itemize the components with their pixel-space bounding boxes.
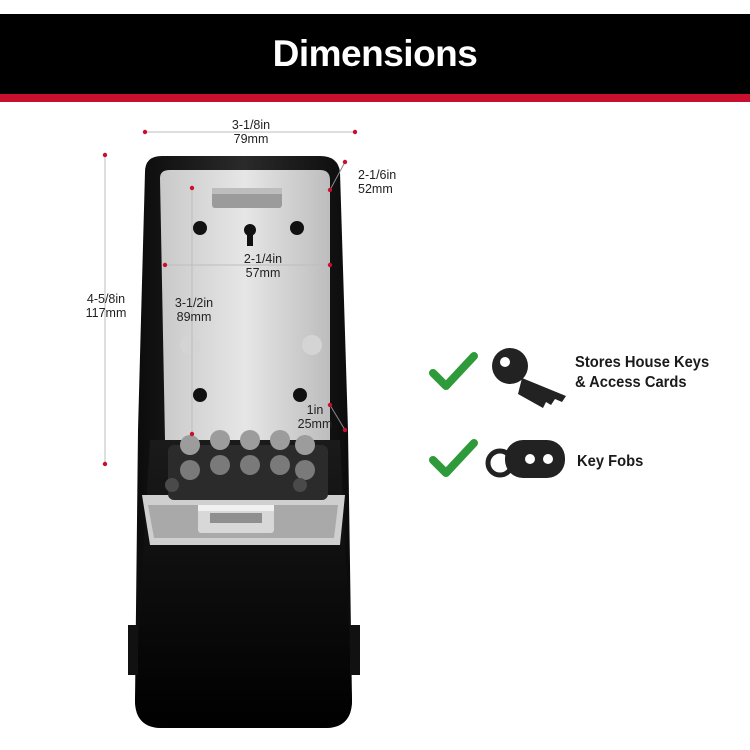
feature-key-fobs-label: Key Fobs xyxy=(577,452,643,472)
dimension-inner-width-label: 2-1/4in 57mm xyxy=(235,252,291,280)
dimension-inner-height-label: 3-1/2in 89mm xyxy=(167,296,221,324)
dimension-height-imperial: 4-5/8in xyxy=(86,292,126,306)
dimension-inner-height-metric: 89mm xyxy=(176,310,212,324)
house-key-icon xyxy=(492,348,566,408)
dimension-markers xyxy=(102,129,358,467)
dimension-height-metric: 117mm xyxy=(85,306,127,320)
header-banner: Dimensions xyxy=(0,14,750,94)
dimension-inner-width-imperial: 2-1/4in xyxy=(243,252,283,266)
key-fob-icon xyxy=(485,440,565,478)
dimension-depth-metric: 52mm xyxy=(358,182,393,196)
dimension-inner-depth-metric: 25mm xyxy=(297,417,333,431)
header-accent-stripe xyxy=(0,94,750,102)
feature-key-fobs-line1: Key Fobs xyxy=(577,453,644,470)
dimension-width-imperial: 3-1/8in xyxy=(231,118,271,132)
dimension-inner-width-metric: 57mm xyxy=(245,266,281,280)
check-icon xyxy=(429,439,478,477)
dimension-inner-depth-label: 1in 25mm xyxy=(288,403,342,431)
dimension-height-label: 4-5/8in 117mm xyxy=(80,292,132,320)
dimension-guides xyxy=(104,131,355,464)
dimension-depth-imperial: 2-1/6in xyxy=(358,168,397,182)
dimension-inner-height-imperial: 3-1/2in xyxy=(174,296,214,310)
check-icon xyxy=(429,352,478,390)
dimension-width-label: 3-1/8in 79mm xyxy=(225,118,277,146)
lockbox-cover xyxy=(128,430,360,728)
dimension-width-metric: 79mm xyxy=(233,132,269,146)
page-title: Dimensions xyxy=(272,33,478,74)
feature-house-keys-line2: & Access Cards xyxy=(575,374,687,391)
feature-house-keys-line1: Stores House Keys xyxy=(575,354,710,371)
dimension-inner-depth-imperial: 1in xyxy=(306,403,324,417)
feature-house-keys-label: Stores House Keys & Access Cards xyxy=(575,353,709,393)
dimension-depth-label: 2-1/6in 52mm xyxy=(358,168,396,196)
